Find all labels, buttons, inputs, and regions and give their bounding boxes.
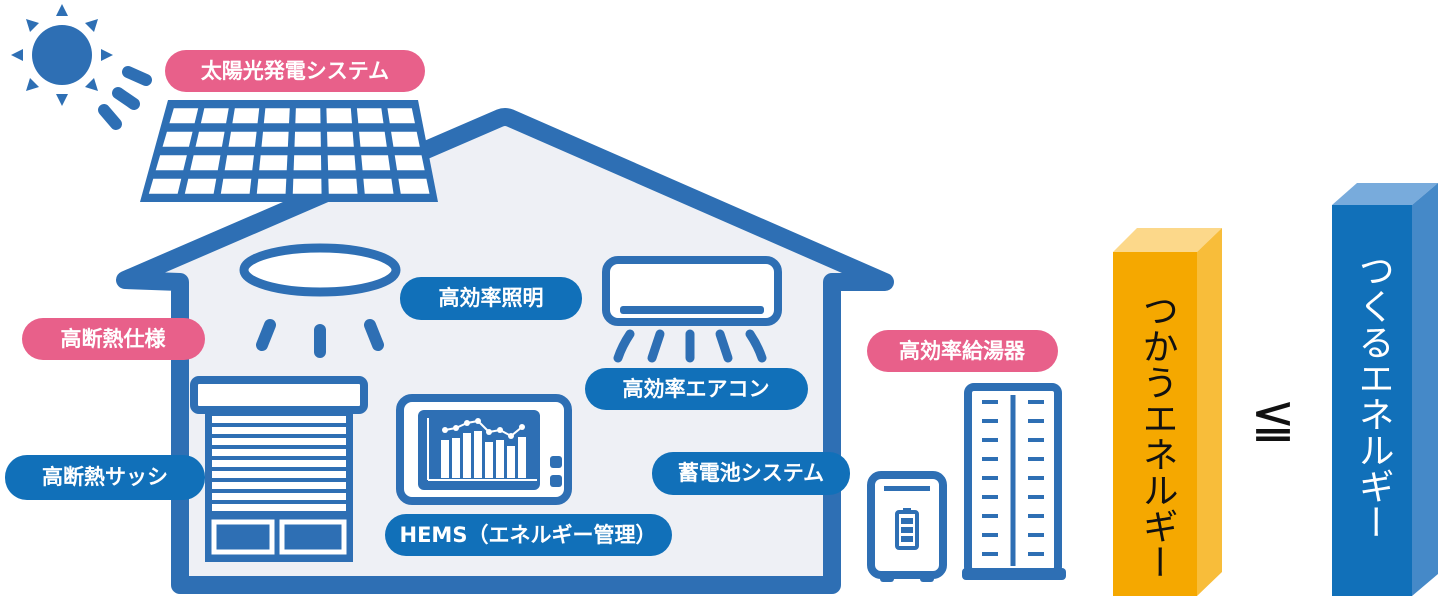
chart-bar <box>463 433 471 478</box>
shutter-slat <box>212 460 346 467</box>
chart-bar <box>452 438 460 478</box>
label-sash: 高断熱サッシ <box>5 455 205 500</box>
chart-bar <box>474 431 482 478</box>
shutter-slat <box>212 449 346 456</box>
solar-cell <box>190 155 221 171</box>
solar-cell <box>200 108 229 124</box>
svg-text:HEMS（エネルギー管理）: HEMS（エネルギー管理） <box>400 523 657 547</box>
solar-cell <box>294 131 321 147</box>
air-conditioner-icon <box>602 256 782 363</box>
sun-icon <box>11 4 152 130</box>
solar-cell <box>359 131 387 147</box>
solar-cell <box>162 131 193 147</box>
chart-point <box>486 429 492 435</box>
make-energy-label: つくるエネルギー <box>1353 252 1394 540</box>
use-energy-label: つかうエネルギー <box>1137 292 1178 580</box>
solar-panel-icon <box>140 100 438 202</box>
shutter-slat <box>212 482 346 489</box>
solar-cell <box>327 155 356 171</box>
water-heater-icon <box>962 383 1066 580</box>
solar-cell <box>394 155 425 171</box>
solar-cell <box>326 108 352 124</box>
chart-bar <box>485 442 493 478</box>
storage-battery-icon <box>867 471 947 582</box>
label-battery: 蓄電池システム <box>652 452 850 495</box>
solar-cell <box>356 108 384 124</box>
solar-cell <box>259 155 288 171</box>
less-equal-symbol: ≦ <box>1250 387 1295 450</box>
solar-cell <box>155 155 187 171</box>
solar-cell <box>148 178 182 194</box>
solar-cell <box>363 178 394 194</box>
make-energy-bar: つくるエネルギー <box>1332 183 1438 596</box>
shutter-slat <box>212 416 346 423</box>
solar-cell <box>391 131 420 147</box>
shutter-slat <box>212 504 346 511</box>
label-lighting: 高効率照明 <box>400 277 582 320</box>
use-energy-bar: つかうエネルギー <box>1113 228 1222 596</box>
chart-point <box>442 427 448 433</box>
chart-bar <box>518 437 526 478</box>
label-aircon: 高効率エアコン <box>585 368 808 410</box>
solar-cell <box>292 178 322 194</box>
chart-point <box>508 433 514 439</box>
solar-cell <box>263 108 290 124</box>
shutter-slat <box>212 427 346 434</box>
solar-cell <box>361 155 391 171</box>
svg-text:高断熱サッシ: 高断熱サッシ <box>42 465 168 489</box>
hems-tablet-icon <box>396 394 572 505</box>
svg-text:高効率給湯器: 高効率給湯器 <box>899 339 1026 363</box>
solar-cell <box>169 108 199 124</box>
solar-cell <box>256 178 287 194</box>
solar-cell <box>228 131 257 147</box>
shutter-slat <box>212 471 346 478</box>
svg-text:高断熱仕様: 高断熱仕様 <box>61 327 167 351</box>
chart-point <box>497 427 503 433</box>
chart-point <box>464 420 470 426</box>
label-water-heater: 高効率給湯器 <box>867 330 1058 372</box>
solar-cell <box>295 108 321 124</box>
solar-cell <box>220 178 252 194</box>
solar-cell <box>232 108 260 124</box>
label-solar: 太陽光発電システム <box>165 50 425 92</box>
solar-cell <box>328 178 358 194</box>
chart-bar <box>441 440 449 478</box>
solar-cell <box>195 131 225 147</box>
chart-point <box>453 425 459 431</box>
svg-text:高効率エアコン: 高効率エアコン <box>623 377 770 401</box>
shutter-slat <box>212 493 346 500</box>
chart-point <box>519 424 525 430</box>
svg-text:高効率照明: 高効率照明 <box>439 286 544 310</box>
shutter-slat <box>212 438 346 445</box>
solar-cell <box>327 131 354 147</box>
chart-point <box>475 418 481 424</box>
svg-text:蓄電池システム: 蓄電池システム <box>678 461 824 485</box>
solar-cell <box>184 178 217 194</box>
chart-bar <box>507 446 515 478</box>
solar-cell <box>293 155 322 171</box>
solar-cell <box>398 178 430 194</box>
solar-cell <box>224 155 254 171</box>
label-hems: HEMS（エネルギー管理） <box>385 514 672 556</box>
solar-cell <box>387 108 415 124</box>
label-insulation: 高断熱仕様 <box>22 318 205 360</box>
ceiling-light-icon <box>239 243 401 358</box>
chart-bar <box>496 440 504 478</box>
window-sash-icon <box>190 376 368 562</box>
svg-text:太陽光発電システム: 太陽光発電システム <box>201 59 389 83</box>
solar-cell <box>261 131 289 147</box>
